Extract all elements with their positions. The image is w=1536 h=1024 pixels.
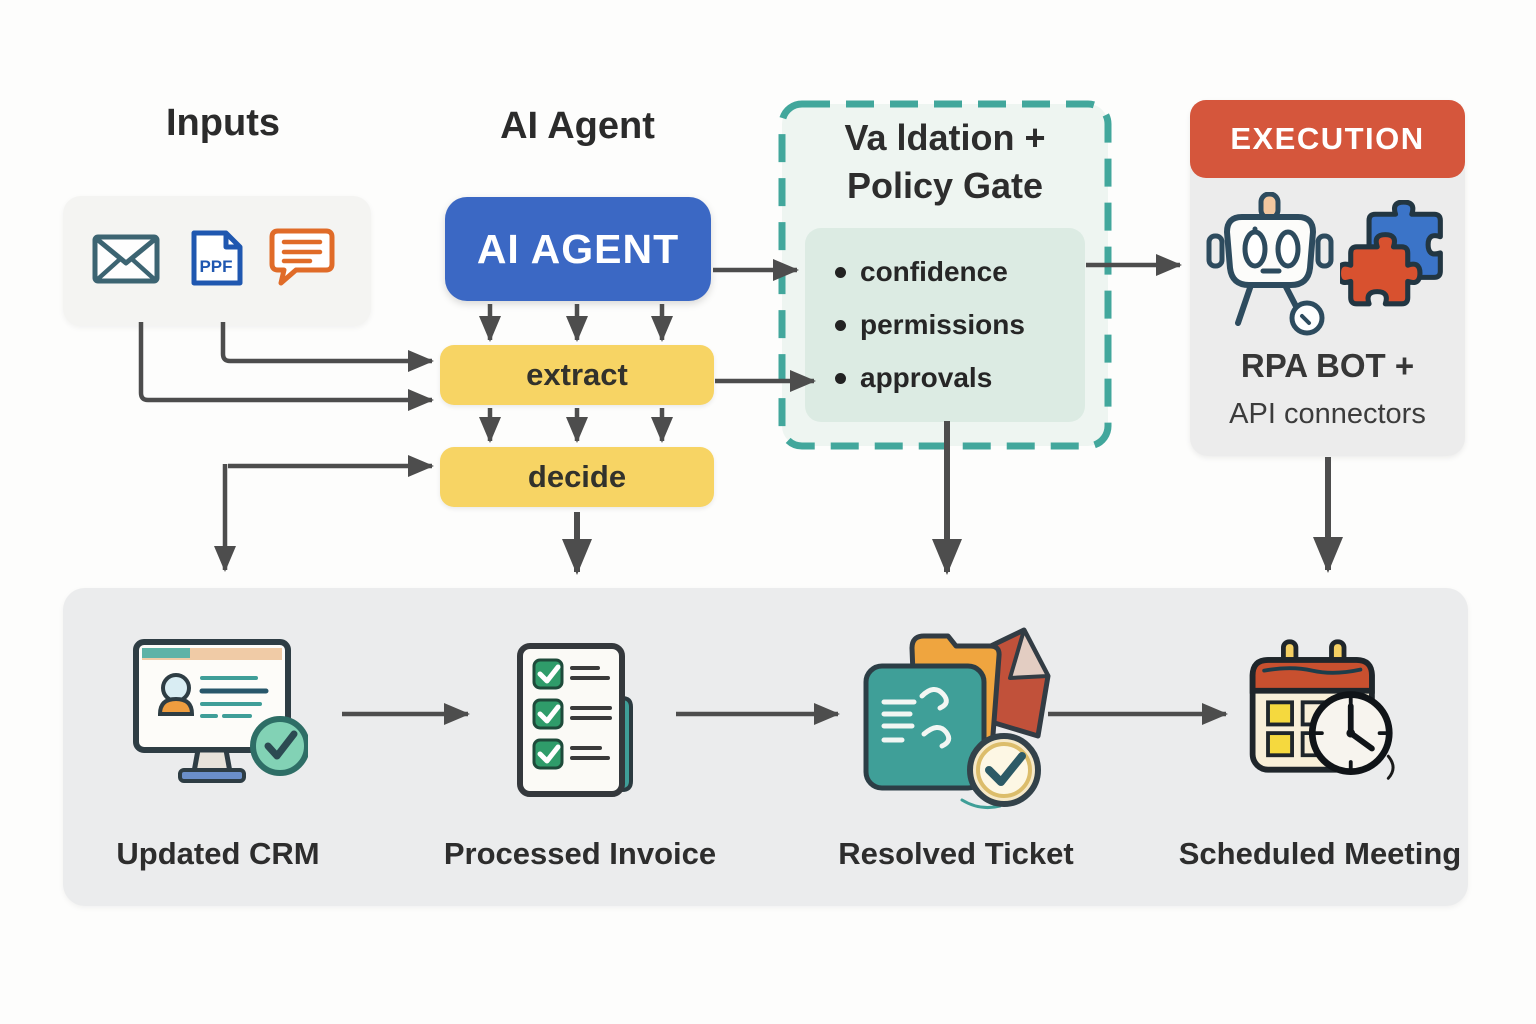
chat-bubble-icon	[269, 228, 335, 286]
pdf-file-label: PPF	[199, 257, 232, 276]
bullet-dot	[835, 319, 846, 331]
gate-title-line1: Va ldation +	[844, 117, 1046, 158]
gate-checklist: confidence permissions approvals	[805, 228, 1085, 422]
agent-heading: AI Agent	[500, 104, 655, 147]
execution-caption-line1: RPA BOT +	[1240, 347, 1415, 384]
gate-bullet-permissions: permissions	[835, 309, 1085, 341]
gate-bullet-confidence: confidence	[835, 256, 1085, 288]
pdf-file-icon: PPF	[191, 230, 243, 286]
email-icon	[92, 234, 160, 284]
bullet-dot	[835, 266, 846, 278]
gate-title: Va ldation + Policy Gate	[778, 114, 1112, 210]
validation-policy-gate: Va ldation + Policy Gate confidence perm…	[778, 100, 1112, 450]
output-label-meeting: Scheduled Meeting	[1178, 836, 1462, 871]
ai-agent-box: AI AGENT	[445, 197, 711, 301]
inputs-heading: Inputs	[166, 101, 280, 144]
gate-bullet-approvals: approvals	[835, 362, 1085, 394]
extract-step-box: extract	[440, 345, 714, 405]
output-label-crm: Updated CRM	[116, 836, 320, 871]
gate-title-line2: Policy Gate	[846, 165, 1044, 206]
processed-invoice-icon	[517, 643, 633, 797]
scheduled-meeting-icon	[1249, 639, 1395, 780]
decide-step-box: decide	[440, 447, 714, 507]
execution-header: EXECUTION	[1190, 100, 1465, 178]
puzzle-pieces-icon	[1340, 200, 1443, 307]
updated-crm-icon	[133, 639, 308, 783]
rpa-robot-icon	[1206, 192, 1334, 336]
bullet-dot	[835, 372, 846, 384]
output-label-invoice: Processed Invoice	[443, 836, 717, 871]
execution-caption-line2: API connectors	[1229, 398, 1426, 430]
output-label-ticket: Resolved Ticket	[838, 836, 1074, 871]
resolved-ticket-icon	[863, 627, 1051, 809]
